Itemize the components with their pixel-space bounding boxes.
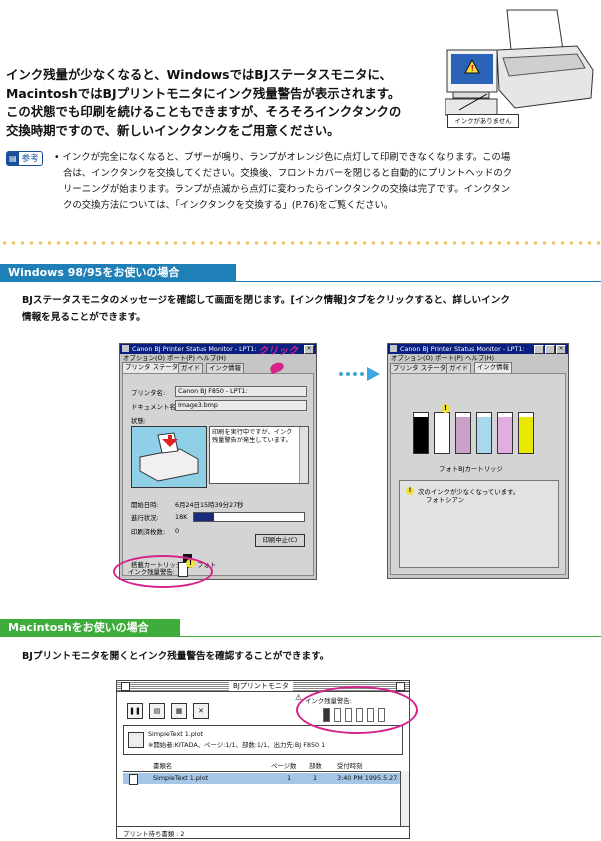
- note-line: 合は、インクタンクを交換してください。交換後、フロントカバーを閉じると自動的にプ…: [63, 168, 513, 179]
- mac-section-heading: Macintoshをお使いの場合: [0, 619, 180, 636]
- status-message-box: 印刷を実行中ですが、インク残量警告が発生しています。: [209, 426, 309, 484]
- close-button[interactable]: ×: [304, 345, 314, 354]
- ink-tank: [497, 412, 513, 454]
- minimize-button[interactable]: [534, 345, 544, 354]
- book-icon: ▤: [7, 152, 19, 165]
- cartridge-caption: フォトBJカートリッジ: [439, 465, 503, 473]
- note-line: クの交換方法については、「インクタンクを交換する」(P.76)をご覧ください。: [63, 200, 394, 211]
- windows-section-heading: Windows 98/95をお使いの場合: [0, 264, 236, 281]
- lead-line: インク残量が少なくなると、WindowsではBJステータスモニタに、: [6, 67, 392, 82]
- app-icon: [390, 345, 397, 352]
- ink-level: [498, 417, 512, 453]
- dotted-divider: [0, 240, 601, 246]
- window-titlebar: Canon BJ Printer Status Monitor - LPT1: …: [120, 344, 316, 354]
- pause-button[interactable]: ❚❚: [127, 703, 143, 719]
- table-row[interactable]: SimpleText 1.plot 1 1 3:40 PM 1995.5.27: [123, 773, 401, 785]
- tab-guide[interactable]: ガイド: [178, 363, 204, 373]
- progress-fill: [194, 513, 214, 521]
- tab-strip: プリンタ ステータス ガイド インク情報: [122, 362, 316, 373]
- note-line: • インクが完全になくなると、ブザーが鳴り、ランプがオレンジ色に点灯して印刷でき…: [54, 152, 511, 163]
- maximize-button[interactable]: [545, 345, 555, 354]
- warning-icon: ⚠: [295, 693, 303, 702]
- app-icon: [122, 345, 129, 352]
- current-job-panel: SimpleText 1.plot ※開始者:KITADA、ページ:1/1、部数…: [123, 725, 403, 755]
- ink-tank: [434, 412, 450, 454]
- reference-note: ▤ 参考 • インクが完全になくなると、ブザーが鳴り、ランプがオレンジ色に点灯し…: [6, 150, 596, 214]
- tab-ink-info[interactable]: インク情報: [206, 363, 244, 373]
- ink-tank: [518, 412, 534, 454]
- click-callout: クリック: [258, 346, 298, 357]
- start-time: 6月24日15時39分27秒: [175, 501, 244, 509]
- ink-level: [414, 417, 428, 453]
- ink-tank: [476, 412, 492, 454]
- ink-level: [456, 417, 470, 453]
- ink-warning-highlight: [296, 686, 418, 734]
- svg-text:!: !: [471, 64, 475, 73]
- ink-tank-row: [413, 412, 543, 454]
- section-rule: [0, 636, 601, 637]
- ink-info-window: Canon BJ Printer Status Monitor - LPT1: …: [387, 343, 569, 579]
- tab-guide[interactable]: ガイド: [446, 363, 472, 373]
- zoom-box[interactable]: [396, 682, 405, 691]
- ink-level: [435, 443, 449, 453]
- mac-body: BJプリントモニタを開くとインク残量警告を確認することができます。: [22, 651, 330, 662]
- menu-bar[interactable]: オプション(O) ポート(P) ヘルプ(H): [391, 354, 495, 362]
- status-monitor-window: Canon BJ Printer Status Monitor - LPT1: …: [119, 343, 317, 580]
- reference-badge: ▤ 参考: [6, 151, 43, 166]
- hold-button[interactable]: ▤: [149, 703, 165, 719]
- section-rule: [0, 281, 601, 282]
- scrollbar[interactable]: [299, 427, 308, 483]
- tab-panel: ! フォトBJカートリッジ ! 次のインクが少なくなっています。 フォトシアン: [390, 373, 566, 575]
- warning-icon: !: [441, 404, 450, 413]
- window-titlebar: Canon BJ Printer Status Monitor - LPT1: …: [388, 344, 568, 354]
- cancel-print-button[interactable]: 印刷中止(C): [255, 534, 305, 547]
- warning-icon: !: [406, 487, 414, 495]
- document-icon: [128, 732, 144, 748]
- document-icon: [129, 774, 138, 785]
- close-button[interactable]: ×: [556, 345, 566, 354]
- note-line: リーニングが始まります。ランプが点滅から点灯に変わったらインクタンクの交換は完了…: [63, 184, 511, 195]
- windows-body: BJステータスモニタのメッセージを確認して画面を閉じます。[インク情報]タブをク…: [22, 295, 510, 323]
- resume-button[interactable]: ▦: [171, 703, 187, 719]
- lead-line: 交換時期ですので、新しいインクタンクをご用意ください。: [6, 122, 340, 138]
- queue-header: 書類名 ページ数 部数 受付時刻: [123, 761, 401, 772]
- ink-warning-highlight: [113, 555, 213, 588]
- lead-line: この状態でも印刷を続けることもできますが、そろそろインクタンクの: [6, 104, 402, 119]
- window-titlebar: BJプリントモニタ: [117, 681, 409, 692]
- arrow-icon: [339, 367, 380, 381]
- lead-line: MacintoshではBJプリントモニタにインク残量警告が表示されます。: [6, 85, 401, 101]
- menu-bar[interactable]: オプション(O) ポート(P) ヘルプ(H): [123, 354, 227, 362]
- scrollbar[interactable]: [400, 771, 409, 826]
- ink-tank: [413, 412, 429, 454]
- printer-name-field: Canon BJ F850 - LPT1:: [175, 386, 307, 397]
- monitor-caption: インクがありません: [447, 114, 519, 128]
- close-box[interactable]: [121, 682, 130, 691]
- document-name-field: Image3.bmp: [175, 400, 307, 411]
- ink-tank: [455, 412, 471, 454]
- ink-message-box: ! 次のインクが少なくなっています。 フォトシアン: [399, 480, 559, 568]
- tab-panel: プリンタ名: Canon BJ F850 - LPT1: ドキュメント名: Im…: [122, 373, 314, 576]
- progress-bar: [193, 512, 305, 522]
- status-footer: プリント待ち書類 : 2: [117, 826, 409, 838]
- tab-ink-info[interactable]: インク情報: [474, 362, 512, 373]
- lead-paragraph: インク残量が少なくなると、WindowsではBJステータスモニタに、 Macin…: [6, 66, 446, 140]
- printer-illustration: !: [445, 9, 594, 116]
- ink-level: [519, 417, 533, 453]
- printer-status-image: [131, 426, 207, 488]
- ink-level: [477, 417, 491, 453]
- tab-strip: プリンタ ステータス ガイド インク情報: [390, 362, 568, 373]
- delete-button[interactable]: ✕: [193, 703, 209, 719]
